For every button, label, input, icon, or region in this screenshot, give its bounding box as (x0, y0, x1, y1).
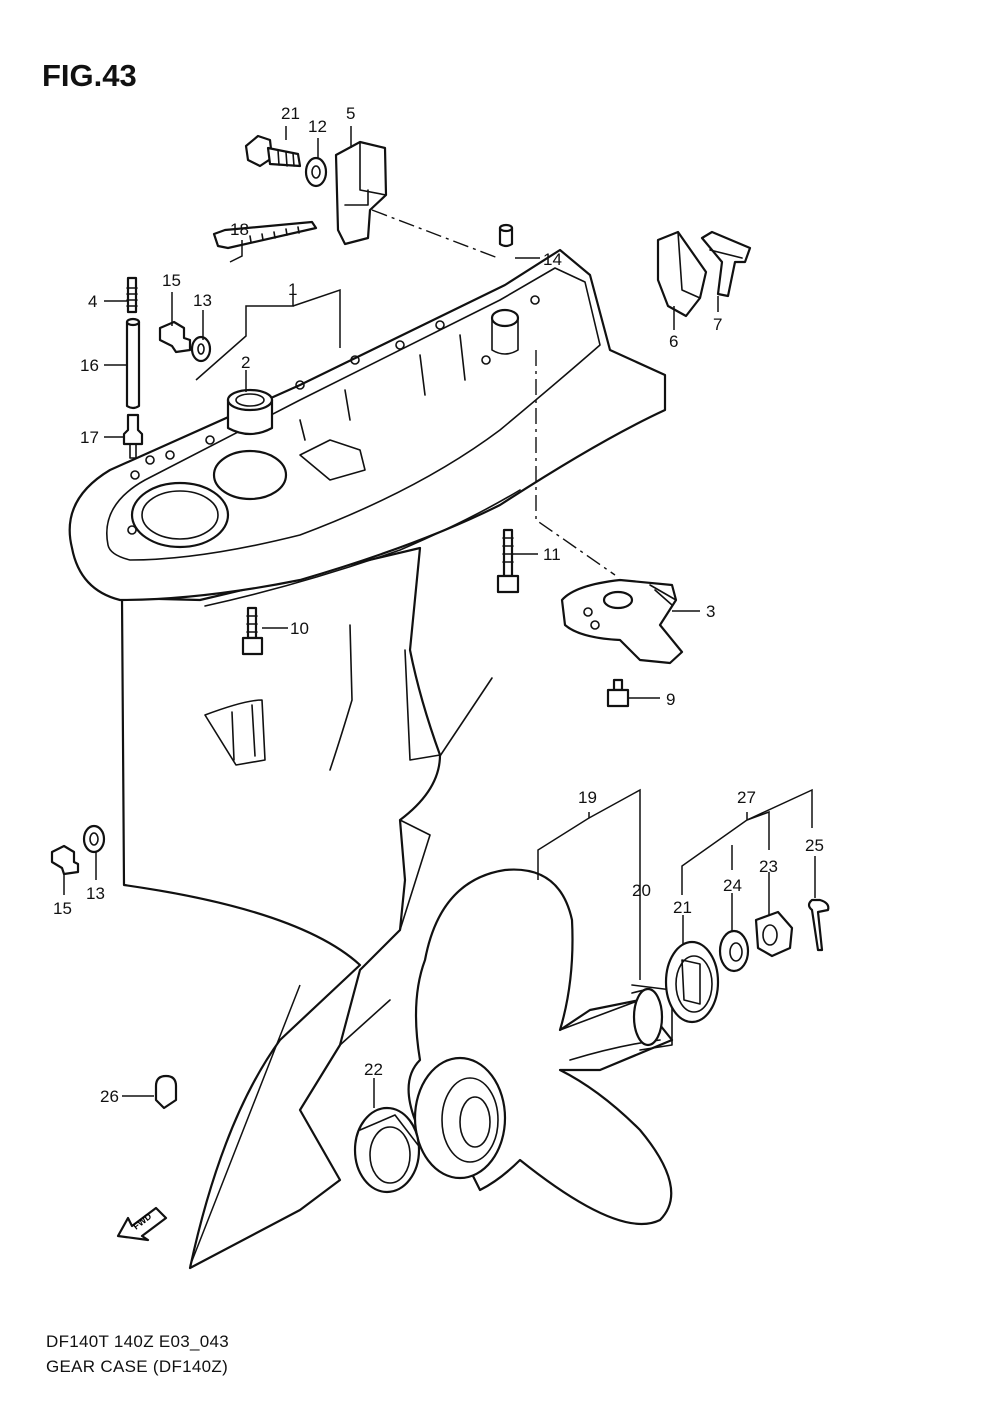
water-tube-boss (490, 308, 520, 328)
plug-15-lower (50, 844, 80, 876)
stud-4 (126, 276, 138, 314)
plug-26 (154, 1074, 178, 1110)
callout-2: 2 (241, 353, 250, 372)
callout-26: 26 (100, 1087, 119, 1106)
trim-tab-3 (560, 578, 684, 665)
bracket-7 (700, 230, 752, 298)
callout-20: 20 (632, 881, 651, 900)
plug-15-top (158, 320, 192, 354)
bolt-10 (241, 606, 264, 656)
callout-labels: 21 12 5 18 14 1 2 4 15 13 16 17 6 7 11 1… (53, 104, 824, 1106)
callout-7: 7 (713, 315, 722, 334)
washer-12 (304, 156, 328, 188)
flange-bore-rear (212, 449, 288, 501)
callout-23: 23 (759, 857, 778, 876)
callout-24: 24 (723, 876, 742, 895)
callout-27: 27 (737, 788, 756, 807)
figure-name: GEAR CASE (DF140Z) (46, 1357, 229, 1376)
tube-16 (125, 317, 141, 410)
propeller-19 (407, 868, 674, 1226)
flange-bore-front (130, 481, 230, 549)
case-cavity-line (204, 699, 266, 766)
spacer-20 (631, 987, 664, 1047)
leader-lines (63, 126, 816, 1267)
washer-13-top (190, 335, 212, 363)
callout-13-top: 13 (193, 291, 212, 310)
callout-4: 4 (88, 292, 97, 311)
thrust-washer-21 (664, 940, 720, 1024)
callout-8: 21 (281, 104, 300, 123)
cotter-pin-25 (807, 898, 830, 952)
callout-1: 1 (288, 280, 297, 299)
callout-11: 11 (543, 545, 561, 564)
callout-15-top: 15 (162, 271, 181, 290)
callout-14: 14 (543, 250, 562, 269)
cable-tie-18 (212, 220, 318, 250)
callout-15-lower: 15 (53, 899, 72, 918)
assembly-line-trim-tab (535, 350, 616, 576)
callout-6: 6 (669, 332, 678, 351)
spacer-22 (353, 1106, 421, 1194)
callout-5: 5 (346, 104, 355, 123)
bolt-11 (496, 528, 520, 594)
callout-21: 21 (673, 898, 692, 917)
assembly-line-cover (371, 209, 499, 259)
forward-direction-arrow: FWD (116, 1206, 168, 1242)
bolt-8 (244, 134, 302, 168)
callout-25: 25 (805, 836, 824, 855)
figure-title: FIG.43 (42, 58, 137, 93)
bolt-9 (606, 678, 630, 708)
washer-24 (718, 929, 750, 973)
nut-23 (754, 910, 794, 958)
washer-13-lower (82, 824, 106, 854)
callout-18: 18 (230, 220, 249, 239)
cover-5 (334, 140, 388, 246)
stud-17 (122, 413, 144, 459)
callout-12: 12 (308, 117, 327, 136)
flange-mating-surface (106, 267, 601, 561)
figure-code: DF140T 140Z E03_043 (46, 1332, 230, 1351)
callout-19: 19 (578, 788, 597, 807)
gear-case-lower-body (120, 546, 442, 1270)
callout-9: 9 (666, 690, 675, 709)
callout-22: 22 (364, 1060, 383, 1079)
callout-17: 17 (80, 428, 99, 447)
callout-10: 10 (290, 619, 309, 638)
callout-3: 3 (706, 602, 715, 621)
callout-16: 16 (80, 356, 99, 375)
callout-13-lower: 13 (86, 884, 105, 903)
pin-14 (498, 223, 514, 248)
cover-6 (656, 230, 708, 318)
